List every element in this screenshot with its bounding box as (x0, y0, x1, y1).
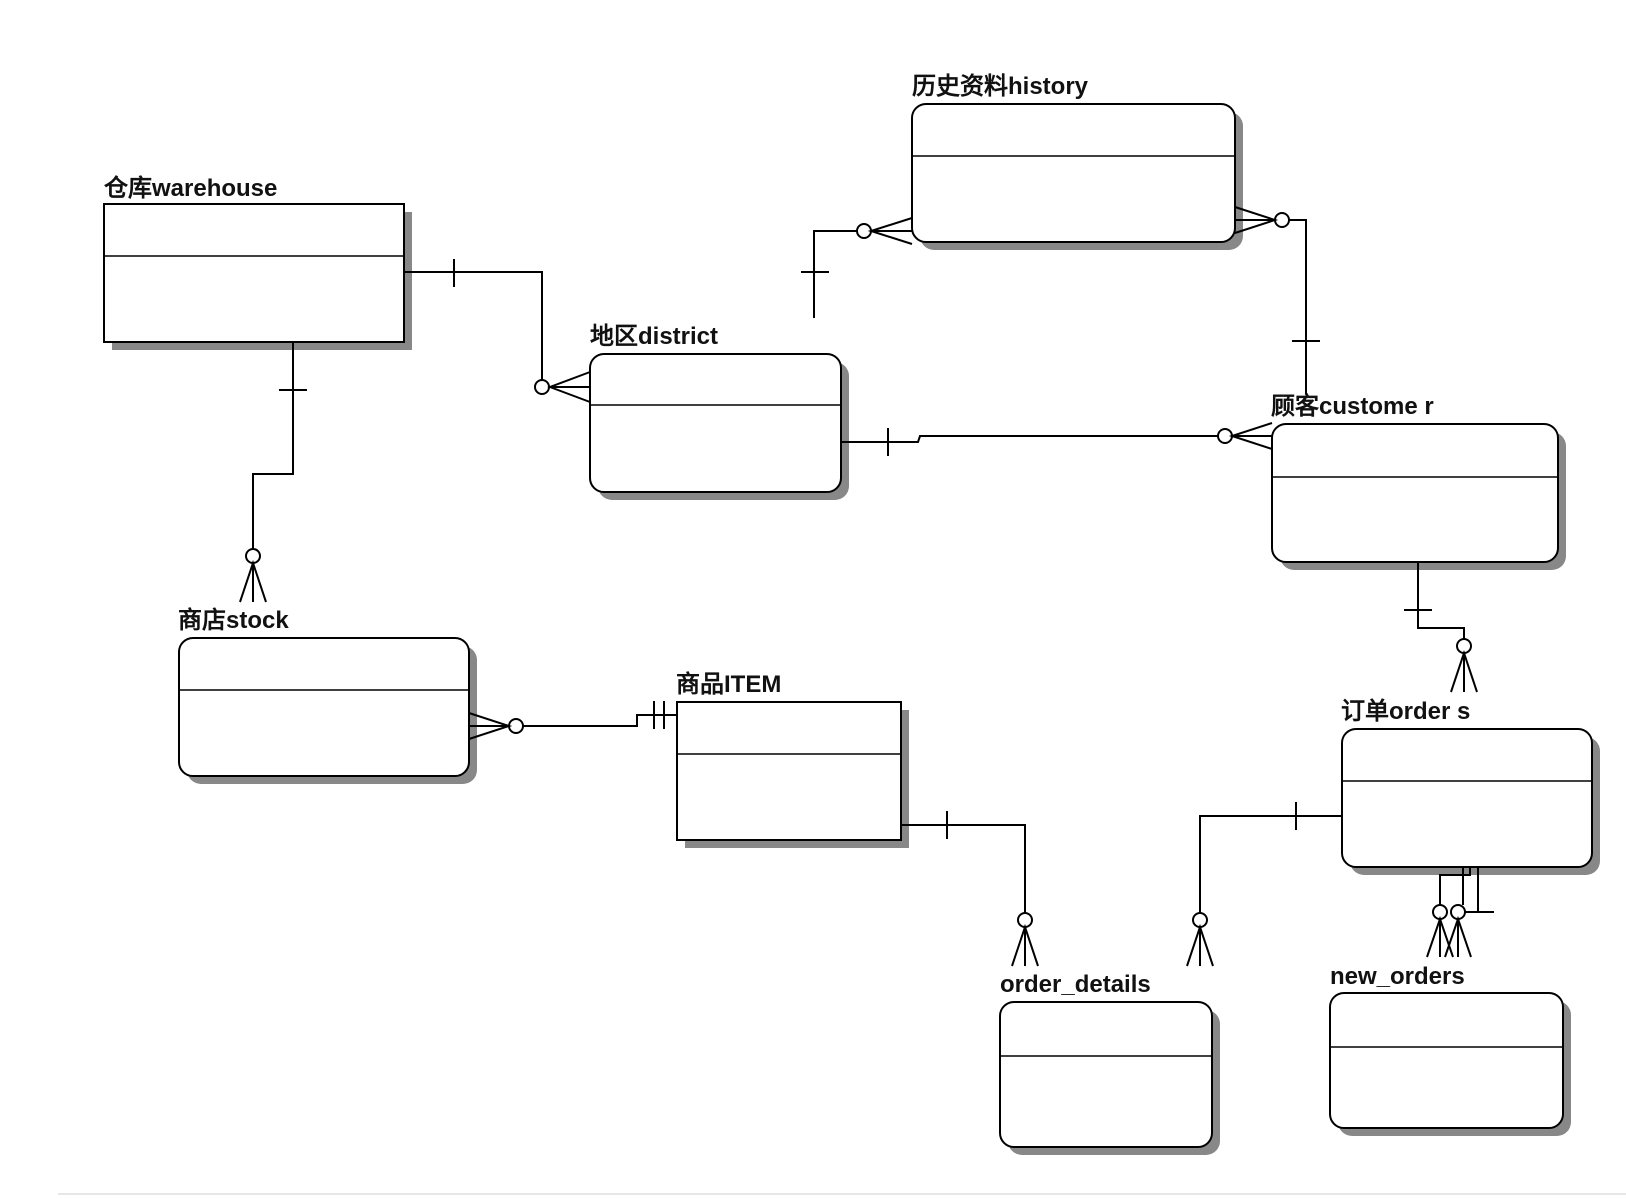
relation-item-order-details (901, 811, 1039, 967)
entity-district[interactable]: 地区district (589, 323, 849, 500)
relation-line (1417, 562, 1465, 639)
entity-item[interactable]: 商品ITEM (676, 670, 909, 848)
relation-warehouse-district (404, 259, 591, 403)
entity-title: new_orders (1330, 963, 1465, 990)
relation-orders-order-details (1186, 802, 1342, 967)
many-marker (867, 217, 913, 245)
entity-history[interactable]: 历史资料history (911, 73, 1243, 250)
zero-marker (534, 379, 550, 395)
many-marker (1444, 915, 1472, 958)
relation-customer-orders (1404, 562, 1478, 693)
entity-customer[interactable]: 顾客custome r (1271, 392, 1566, 570)
relation-line (841, 435, 1218, 443)
relation-line (813, 230, 857, 318)
entity-box (178, 637, 470, 777)
many-marker (1186, 923, 1214, 967)
relation-customer-history (1234, 206, 1320, 394)
entity-box (1271, 423, 1559, 563)
relation-line (901, 824, 1026, 913)
entity-title: 商店stock (178, 606, 289, 634)
bottom-divider (58, 1193, 1626, 1195)
entity-title: order_details (1000, 971, 1151, 998)
many-marker (1228, 422, 1273, 450)
relation-item-stock (468, 701, 677, 740)
entity-title: 商品ITEM (676, 670, 781, 698)
relation-warehouse-stock (239, 342, 307, 603)
entity-title: 顾客custome r (1271, 392, 1434, 420)
entity-warehouse[interactable]: 仓库warehouse (103, 174, 412, 350)
relation-orders-new-orders (1426, 867, 1494, 958)
relation-line (1439, 867, 1471, 905)
entity-box (911, 103, 1236, 243)
many-marker (239, 559, 267, 603)
many-marker (468, 712, 513, 740)
relation-district-history (801, 217, 913, 318)
entity-box (1329, 992, 1564, 1129)
entity-orders[interactable]: 订单order s (1341, 698, 1600, 875)
entity-box (589, 353, 842, 493)
entity-stock[interactable]: 商店stock (178, 606, 477, 784)
entity-title: 地区district (590, 323, 718, 350)
relation-line (252, 342, 294, 556)
entity-box (676, 701, 902, 841)
many-marker (1426, 915, 1454, 958)
many-marker (1450, 649, 1478, 693)
entity-box (999, 1001, 1213, 1148)
many-marker (547, 371, 591, 403)
entity-order-details[interactable]: order_details (999, 971, 1220, 1155)
relation-line (404, 271, 543, 387)
entity-box (1341, 728, 1593, 868)
entity-title: 历史资料history (912, 73, 1089, 100)
relation-line (1199, 815, 1342, 913)
relation-district-customer (841, 422, 1273, 456)
many-marker (1234, 206, 1279, 234)
entity-new-orders[interactable]: new_orders (1329, 963, 1571, 1136)
entity-title: 订单order s (1341, 698, 1470, 725)
many-marker (1011, 923, 1039, 967)
entity-box (103, 203, 405, 343)
relation-line (1289, 219, 1307, 394)
relation-line (523, 714, 677, 727)
entity-title: 仓库warehouse (103, 174, 277, 202)
